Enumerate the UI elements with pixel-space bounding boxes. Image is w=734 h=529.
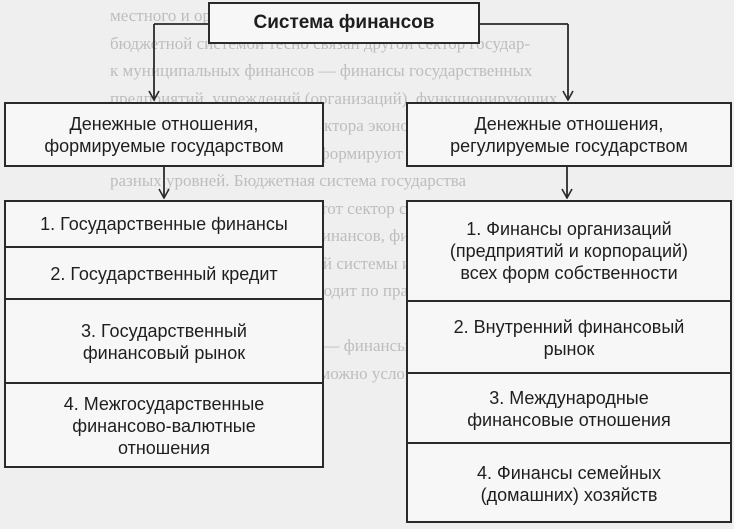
left-item-state-finance: 1. Государственные финансы — [40, 214, 288, 234]
right-item-domestic-market: 2. Внутренний финансовый рынок — [408, 300, 730, 374]
left-item-interstate-relations: 4. Межгосударственные финансово-валютные… — [6, 382, 322, 468]
left-column: 1. Государственные финансы 2. Государств… — [4, 200, 324, 468]
bleed-line: к муниципальных финансов — финансы госуд… — [110, 61, 533, 80]
left-item-state-credit: 2. Государственный кредит — [6, 246, 322, 300]
left-item-state-financial-market: 3. Государственный финансовый рынок — [6, 298, 322, 384]
right-header: Денежные отношения, регулируемые государ… — [406, 102, 732, 167]
bleed-line: разных уровней. Бюджетная система госуда… — [110, 171, 467, 190]
right-column: 1. Финансы организаций (предприятий и ко… — [406, 200, 732, 523]
right-item-international-relations: 3. Международные финансовые отношения — [408, 372, 730, 444]
right-item-organization-finance: 1. Финансы организаций (предприятий и ко… — [449, 219, 689, 283]
left-header: Денежные отношения, формируемые государс… — [4, 102, 324, 167]
right-item-household-finance: 4. Финансы семейных (домашних) хозяйств — [408, 442, 730, 523]
diagram-title: Система финансов — [208, 2, 480, 44]
